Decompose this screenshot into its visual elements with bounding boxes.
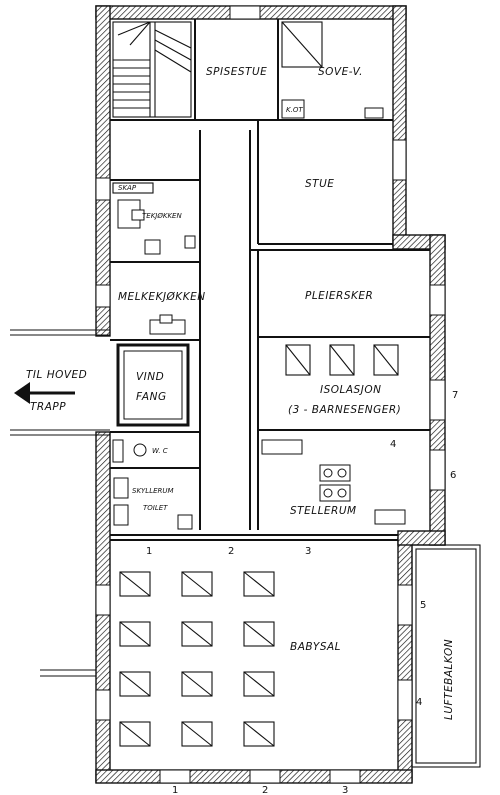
label-melkekjokken: MELKEKJØKKEN	[118, 291, 206, 303]
label-vindfang-1: VIND	[136, 371, 164, 383]
exterior-step	[40, 669, 96, 677]
interior-walls	[110, 19, 430, 541]
vindfang-box	[116, 343, 190, 427]
label-tekjokken: TEKJØKKEN	[142, 212, 182, 220]
num-iso-4: 4	[390, 439, 396, 450]
label-barnesenger: (3 - BARNESENGER)	[288, 404, 401, 416]
entrance-passage	[10, 329, 110, 436]
label-toilet: TOILET	[143, 504, 168, 512]
num-bot-1: 1	[172, 785, 178, 795]
num-bot-2: 2	[262, 785, 268, 795]
num-top-3: 3	[305, 546, 311, 557]
label-vindfang-2: FANG	[136, 391, 167, 403]
label-spisestue: SPISESTUE	[206, 66, 267, 78]
milk-kitchen-fixtures	[149, 314, 186, 335]
label-skap: SKAP	[118, 184, 137, 192]
number-labels: 1 2 3 1 2 3 4 7 6 5 4	[146, 390, 458, 795]
num-side-6: 6	[450, 470, 456, 481]
balcony	[411, 544, 481, 768]
babysal-cribs	[119, 571, 275, 747]
label-kot: K.OT	[286, 106, 303, 114]
wardrobe	[281, 21, 384, 119]
num-top-2: 2	[228, 546, 234, 557]
label-luftebalkon: LUFTEBALKON	[443, 639, 455, 720]
staircase	[112, 21, 192, 118]
label-skyllerum: SKYLLERUM	[132, 487, 174, 495]
wc-fixtures	[112, 439, 147, 463]
isolasjon-beds	[285, 344, 399, 376]
label-isolasjon: ISOLASJON	[320, 384, 381, 396]
label-trapp: TRAPP	[30, 401, 66, 413]
skyllerum-fixtures	[113, 477, 193, 530]
stellerum-fixtures	[261, 439, 406, 525]
label-stellerum: STELLERUM	[290, 505, 357, 517]
label-stue: STUE	[305, 178, 334, 190]
label-wc: W. C	[152, 447, 168, 455]
num-side-7: 7	[452, 390, 458, 401]
kitchen-fixtures	[112, 182, 196, 255]
label-babysal: BABYSAL	[290, 641, 341, 653]
label-pleiersker: PLEIERSKER	[305, 290, 373, 302]
label-til-hoved: TIL HOVED	[26, 369, 87, 381]
label-sove: SOVE-V.	[318, 66, 363, 78]
num-top-1: 1	[146, 546, 152, 557]
windows	[95, 5, 446, 784]
num-bot-3: 3	[342, 785, 348, 795]
num-bal-5: 5	[420, 600, 426, 611]
num-bal-4: 4	[416, 697, 422, 708]
room-labels: SPISESTUE SOVE-V. K.OT STUE SKAP TEKJØKK…	[26, 66, 455, 720]
